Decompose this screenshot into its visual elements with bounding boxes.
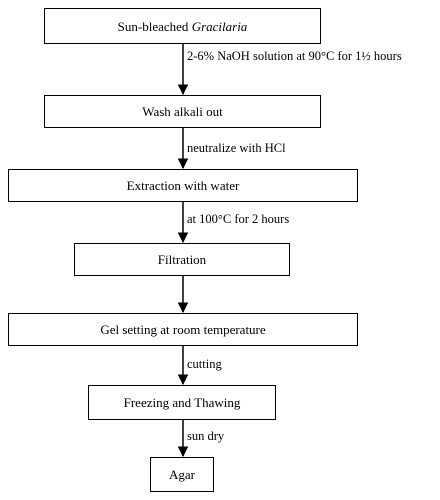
step-agar: Agar — [150, 457, 214, 492]
step-7-text: Agar — [169, 467, 195, 482]
edge-label-cutting: cutting — [187, 357, 222, 371]
step-5-text: Gel setting at room temperature — [100, 322, 266, 337]
step-4-text: Filtration — [157, 252, 207, 267]
step-1-text: Sun-bleached — [117, 18, 192, 34]
step-1-italic-text: Gracilaria — [191, 18, 248, 34]
edge-label-extraction-conditions: at 100°C for 2 hours — [187, 212, 290, 226]
step-wash-alkali-out: Wash alkali out — [44, 95, 321, 128]
step-extraction-with-water: Extraction with water — [8, 169, 358, 202]
edge-label-naoh-treatment: 2-6% NaOH solution at 90°C for 1½ hours — [187, 49, 402, 63]
step-freezing-and-thawing: Freezing and Thawing — [88, 385, 276, 420]
edge-label-neutralize: neutralize with HCl — [187, 141, 286, 155]
edge-label-sun-dry: sun dry — [187, 429, 225, 443]
step-filtration: Filtration — [74, 243, 290, 276]
step-2-text: Wash alkali out — [142, 104, 223, 119]
step-6-text: Freezing and Thawing — [123, 395, 241, 410]
step-gel-setting: Gel setting at room temperature — [8, 313, 358, 346]
step-3-text: Extraction with water — [126, 178, 240, 193]
step-sun-bleached-gracilaria: Sun-bleached Gracilaria — [44, 8, 321, 44]
